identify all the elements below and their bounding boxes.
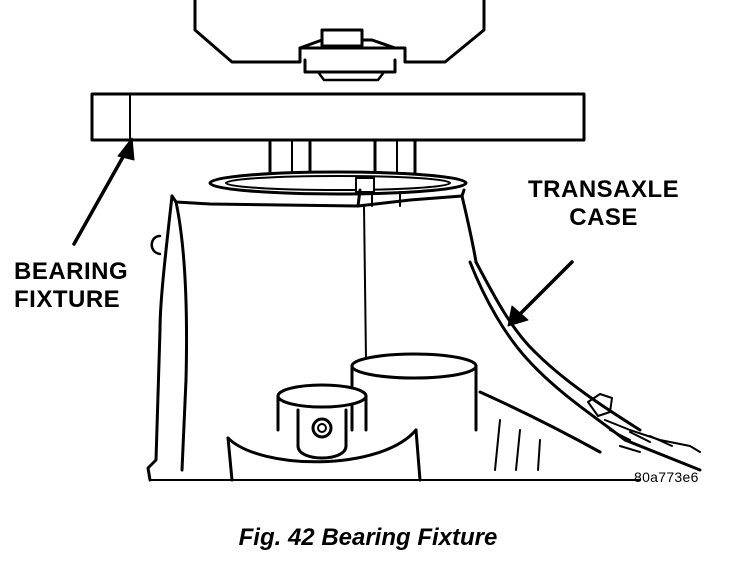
lower-bowl: [226, 428, 422, 482]
bearing-race: [208, 170, 468, 207]
clamp-boss: [276, 383, 368, 460]
callout-transaxle-case-line1: TRANSAXLE: [528, 176, 680, 203]
image-id-label: 80a773e6: [634, 469, 699, 485]
bearing-fixture-plate: [90, 92, 586, 142]
fixture-posts: [268, 138, 417, 176]
press-ram: [193, 0, 486, 82]
leader-arrows: [72, 137, 574, 327]
callout-bearing-fixture: BEARING FIXTURE: [14, 258, 128, 314]
transaxle-case-body: [146, 188, 641, 482]
case-flange: [468, 260, 702, 472]
callout-transaxle-case-line2: CASE: [569, 204, 638, 231]
callout-bearing-fixture-line1: BEARING: [14, 258, 129, 285]
callout-bearing-fixture-line2: FIXTURE: [14, 286, 121, 313]
figure-caption: Fig. 42 Bearing Fixture: [238, 524, 498, 551]
callout-transaxle-case: TRANSAXLE CASE: [528, 176, 679, 232]
cylinder-boss: [350, 352, 478, 432]
